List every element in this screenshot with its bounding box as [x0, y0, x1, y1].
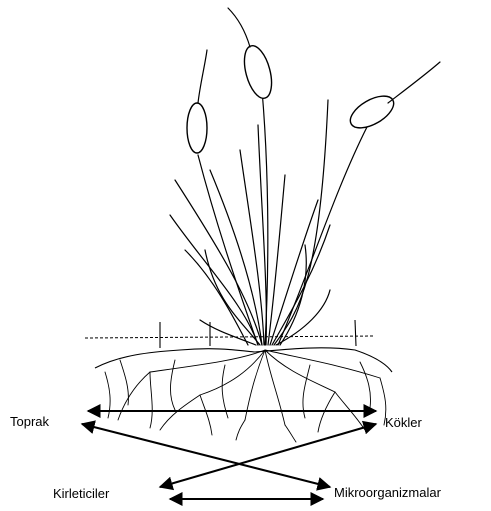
cattail-heads [187, 43, 399, 153]
soil-surface [95, 320, 392, 372]
roots [105, 350, 386, 442]
arrow-toprak-mikroorganizmalar [82, 424, 330, 487]
label-kirleticiler: Kirleticiler [53, 486, 109, 501]
water-line [85, 336, 375, 338]
arrow-kokler-kirleticiler [160, 424, 376, 487]
label-mikroorganizmalar: Mikroorganizmalar [334, 485, 441, 500]
label-kokler: Kökler [385, 415, 422, 430]
cattail-spikes [198, 8, 440, 103]
label-toprak: Toprak [10, 414, 49, 429]
